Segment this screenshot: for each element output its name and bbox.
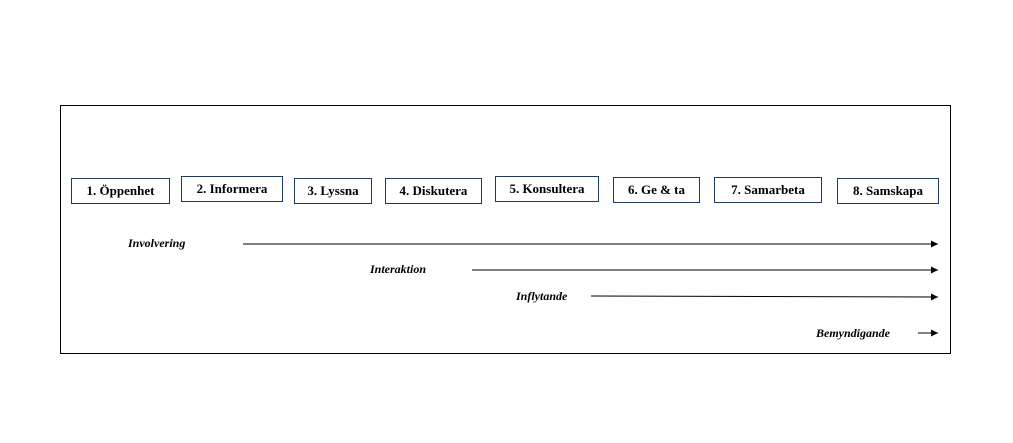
level-label-bemyndigande: Bemyndigande [816,326,890,340]
step-samskapa: 8. Samskapa [837,178,939,204]
arrow-inflytande [590,293,939,301]
diagram-frame [60,105,951,354]
step-samarbeta: 7. Samarbeta [714,177,822,203]
step-informera: 2. Informera [181,176,283,202]
level-label-interaktion: Interaktion [370,262,427,276]
step-ge-och-ta: 6. Ge & ta [613,177,700,203]
step-oppenhet: 1. Öppenhet [71,178,170,204]
level-label-involvering: Involvering [128,236,186,250]
level-label-inflytande: Inflytande [516,289,568,303]
step-lyssna: 3. Lyssna [294,178,372,204]
step-konsultera: 5. Konsultera [495,176,599,202]
step-diskutera: 4. Diskutera [385,178,482,204]
